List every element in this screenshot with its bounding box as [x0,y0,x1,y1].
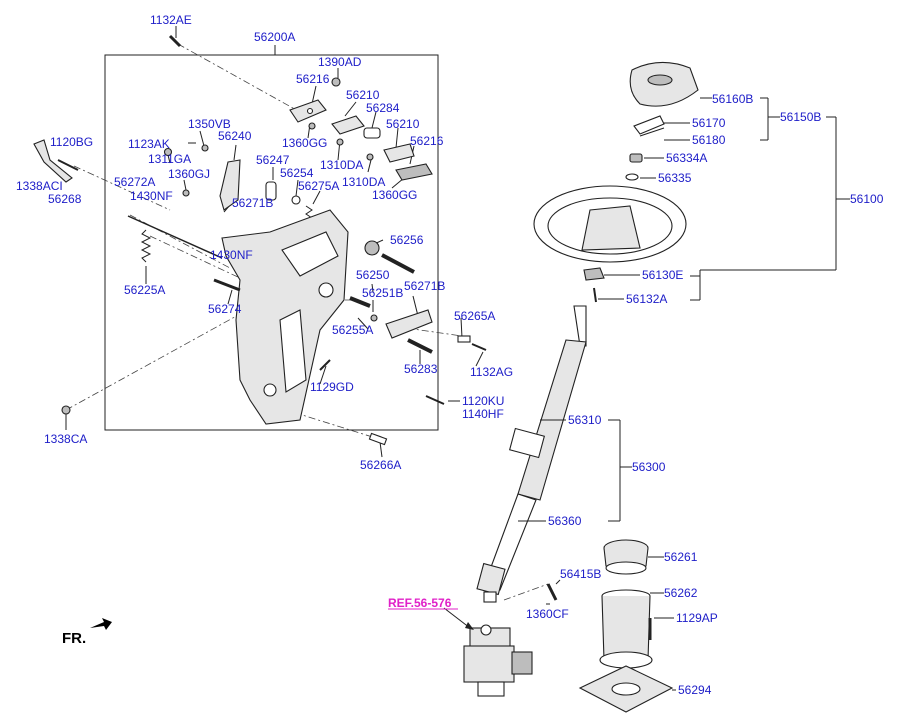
reference-label[interactable]: REF.56-576 [388,596,452,610]
part-label-56170[interactable]: 56170 [692,116,726,130]
part-label-56310[interactable]: 56310 [568,413,602,427]
part-label-56360[interactable]: 56360 [548,514,582,528]
part-label-56283[interactable]: 56283 [404,362,438,376]
part-label-56225A[interactable]: 56225A [124,283,165,297]
front-marker-label: FR. [62,630,86,647]
part-label-1311GA[interactable]: 1311GA [148,152,191,166]
part-label-1360GG-b[interactable]: 1360GG [372,188,417,202]
part-label-1360CF[interactable]: 1360CF [526,607,569,621]
steering-wheel-group [533,61,699,303]
part-label-1430NF-b[interactable]: 1430NF [210,248,253,262]
part-label-56100[interactable]: 56100 [850,192,884,206]
leader-lines [65,26,484,458]
part-label-56262[interactable]: 56262 [664,586,698,600]
column-boot [601,595,651,661]
part-label-56210-b[interactable]: 56210 [386,117,420,131]
part-label-1129AP[interactable]: 1129AP [676,611,718,625]
part-label-56275A[interactable]: 56275A [298,179,339,193]
part-label-56334A[interactable]: 56334A [666,151,707,165]
part-label-56251B[interactable]: 56251B [362,286,403,300]
part-label-56271B-b[interactable]: 56271B [404,279,445,293]
part-label-56254[interactable]: 56254 [280,166,314,180]
part-label-56284[interactable]: 56284 [366,101,400,115]
part-label-1140HF[interactable]: 1140HF [462,407,504,421]
bracket-connectors [518,97,850,691]
part-label-56335[interactable]: 56335 [658,171,692,185]
part-label-56415B[interactable]: 56415B [560,567,601,581]
steering-column-group [476,305,587,603]
part-label-56250[interactable]: 56250 [356,268,390,282]
part-label-56240[interactable]: 56240 [218,129,252,143]
part-label-56271B-a[interactable]: 56271B [232,196,273,210]
ref-leader [443,607,471,629]
part-label-56216-a[interactable]: 56216 [296,72,330,86]
part-label-1132AE[interactable]: 1132AE [150,13,192,27]
part-label-1360GG-a[interactable]: 1360GG [282,136,327,150]
part-label-1338ACI[interactable]: 1338ACI [16,179,63,193]
part-label-1129GD[interactable]: 1129GD [310,380,354,394]
part-label-1123AK[interactable]: 1123AK [128,137,170,151]
part-label-1132AG[interactable]: 1132AG [470,365,513,379]
steering-gear-box [463,624,533,697]
front-arrow-icon [90,618,112,630]
part-label-56266A[interactable]: 56266A [360,458,401,472]
part-label-56274[interactable]: 56274 [208,302,242,316]
column-boot-parts [546,539,674,713]
part-label-1120KU[interactable]: 1120KU [462,394,504,408]
part-label-56130E[interactable]: 56130E [642,268,683,282]
part-label-56180[interactable]: 56180 [692,133,726,147]
part-label-56150B[interactable]: 56150B [780,110,821,124]
part-label-1338CA[interactable]: 1338CA [44,432,87,446]
part-label-56268[interactable]: 56268 [48,192,82,206]
part-label-1390AD[interactable]: 1390AD [318,55,362,69]
part-label-56272A[interactable]: 56272A [114,175,155,189]
part-label-56210-a[interactable]: 56210 [346,88,380,102]
part-label-56216-b[interactable]: 56216 [410,134,444,148]
part-label-56255A[interactable]: 56255A [332,323,373,337]
part-label-56247[interactable]: 56247 [256,153,290,167]
part-label-56294[interactable]: 56294 [678,683,712,697]
part-label-56265A[interactable]: 56265A [454,309,495,323]
pedal-bracket-parts [33,34,487,446]
part-label-56256[interactable]: 56256 [390,233,424,247]
part-label-1360GJ[interactable]: 1360GJ [168,167,210,181]
part-label-56132A[interactable]: 56132A [626,292,667,306]
part-label-1350VB[interactable]: 1350VB [188,117,231,131]
part-label-56261[interactable]: 56261 [664,550,698,564]
part-label-56200A[interactable]: 56200A [254,30,295,44]
part-label-1310DA-a[interactable]: 1310DA [320,158,363,172]
part-label-56300[interactable]: 56300 [632,460,666,474]
part-labels: 1132AE 56200A 1390AD 56216 56210 56284 5… [16,13,884,697]
part-label-1120BG[interactable]: 1120BG [50,135,93,149]
part-label-56160B[interactable]: 56160B [712,92,753,106]
ref-arrow [465,622,474,630]
bracket-assembly-frame [104,54,439,431]
part-label-1430NF-a[interactable]: 1430NF [130,189,173,203]
part-label-1310DA-b[interactable]: 1310DA [342,175,385,189]
